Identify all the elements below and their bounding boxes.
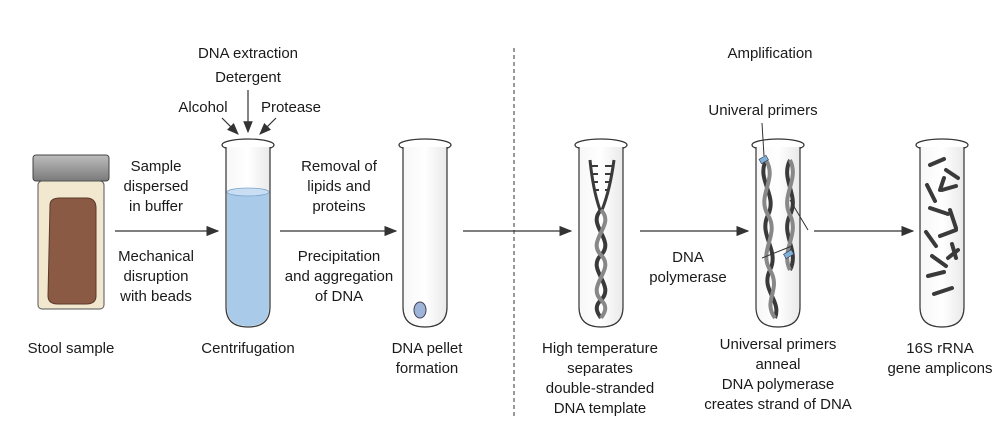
label-removal: Removal of lipids and proteins (301, 158, 377, 215)
primer-pointer (761, 122, 765, 157)
label-precipitation: Precipitation and aggregation of DNA (284, 248, 394, 305)
label-polymerase: DNA polymerase (649, 249, 727, 286)
reagent-alcohol: Alcohol (178, 99, 228, 116)
caption-centrifugation: Centrifugation (201, 340, 295, 357)
pellet-tube (398, 138, 452, 328)
reagent-protease: Protease (260, 99, 322, 116)
label-sample-dispersed: Sample dispersed in buffer (123, 158, 189, 215)
label-mechanical: Mechanical disruption with beads (118, 248, 194, 305)
header-amplification: Amplification (727, 45, 813, 62)
reagent-universal-primers: Univeral primers (708, 102, 818, 119)
centrifugation-tube (221, 138, 275, 328)
caption-high-temperature: High temperature separates double-strand… (542, 340, 658, 417)
caption-universal-anneal: Universal primers anneal DNA polymerase … (704, 336, 852, 413)
caption-amplicons: 16S rRNA gene amplicons (887, 340, 993, 377)
high-temp-tube (574, 138, 628, 328)
header-dna-extraction: DNA extraction (197, 45, 299, 62)
caption-stool-sample: Stool sample (27, 340, 115, 357)
reagent-detergent: Detergent (215, 69, 281, 86)
protease-arrow (259, 117, 277, 135)
stool-jar (32, 154, 110, 310)
alcohol-arrow (221, 117, 239, 135)
anneal-tube (751, 138, 809, 328)
caption-dna-pellet: DNA pellet formation (391, 340, 463, 377)
amplicons-tube (915, 138, 969, 328)
